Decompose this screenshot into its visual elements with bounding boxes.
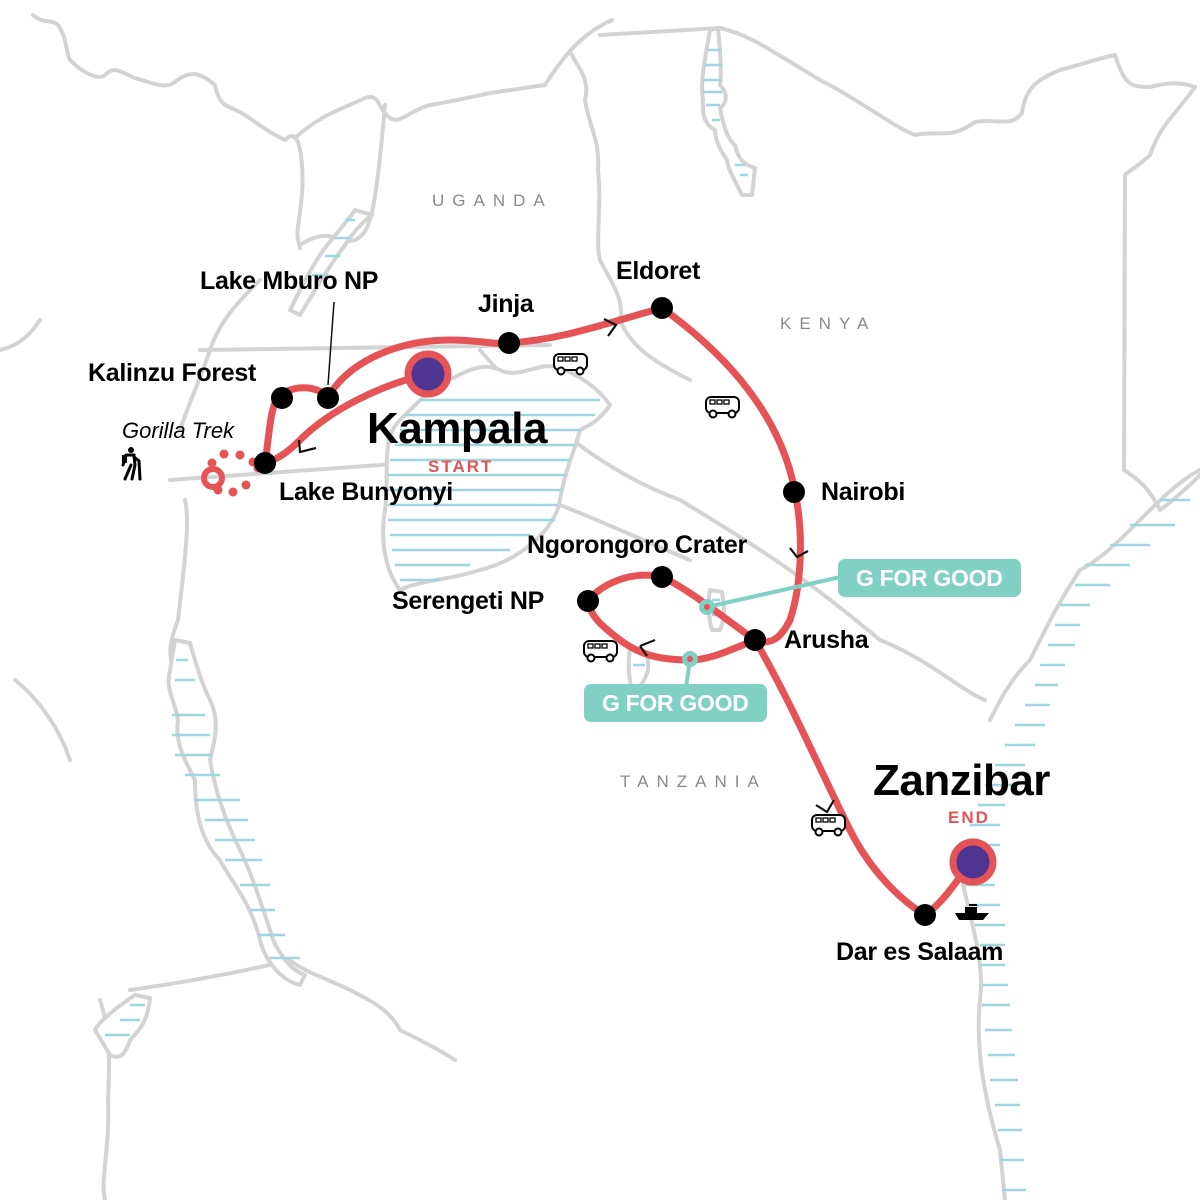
stop-arusha xyxy=(744,629,766,651)
stop-label-lake-bunyonyi: Lake Bunyonyi xyxy=(279,478,453,506)
stop-lake-bunyonyi xyxy=(254,452,276,474)
g-for-good-connectors xyxy=(682,574,846,689)
arrow-icon xyxy=(789,547,809,559)
country-label-tanzania: TANZANIA xyxy=(620,772,767,791)
g-for-good-badge[interactable]: G FOR GOOD xyxy=(584,684,767,722)
arrow-icon xyxy=(297,439,317,454)
stop-nairobi xyxy=(783,481,805,503)
activity-label-gorilla-trek: Gorilla Trek xyxy=(122,418,235,443)
stop-label-dar-es-salaam: Dar es Salaam xyxy=(836,938,1004,966)
hiker-icon xyxy=(121,447,142,481)
stop-dar-es-salaam xyxy=(914,904,936,926)
boat-icon xyxy=(955,904,989,920)
start-marker-kampala xyxy=(404,350,452,398)
stop-lake-mburo xyxy=(317,387,339,409)
arrow-icon xyxy=(815,799,835,814)
stop-label-lake-mburo: Lake Mburo NP xyxy=(200,267,379,295)
direction-arrows xyxy=(297,318,835,814)
lake-victoria-hatch xyxy=(388,398,600,582)
bus-icon xyxy=(583,640,618,663)
end-city-label: Zanzibar xyxy=(873,756,1050,805)
bus-icon xyxy=(705,396,740,419)
gorilla-trek-point xyxy=(201,466,225,490)
country-label-uganda: UGANDA xyxy=(432,191,553,210)
stop-label-kalinzu-forest: Kalinzu Forest xyxy=(88,359,257,387)
arrow-icon xyxy=(639,638,656,657)
bus-icon xyxy=(811,814,846,837)
country-borders xyxy=(0,13,1200,1200)
start-tag: START xyxy=(428,457,494,476)
stop-label-arusha: Arusha xyxy=(784,626,869,654)
start-city-label: Kampala xyxy=(367,404,547,453)
g-for-good-badge[interactable]: G FOR GOOD xyxy=(838,559,1021,597)
arrow-icon xyxy=(603,318,618,337)
lake-tanganyika-hatch xyxy=(172,658,300,960)
bus-icon xyxy=(553,353,588,376)
stop-eldoret xyxy=(651,297,673,319)
stop-label-serengeti: Serengeti NP xyxy=(392,587,545,615)
stop-kalinzu-forest xyxy=(271,387,293,409)
stop-label-ngorongoro: Ngorongoro Crater xyxy=(527,531,747,559)
stop-label-eldoret: Eldoret xyxy=(616,257,701,285)
stop-serengeti xyxy=(577,590,599,612)
stop-label-jinja: Jinja xyxy=(478,290,534,318)
lake-turkana-hatch xyxy=(703,48,748,177)
stop-markers xyxy=(254,297,997,926)
country-label-kenya: KENYA xyxy=(780,314,877,333)
water-bodies xyxy=(93,26,1190,1192)
stop-label-nairobi: Nairobi xyxy=(821,478,906,506)
end-marker-zanzibar xyxy=(949,838,997,886)
stop-ngorongoro xyxy=(651,566,673,588)
transport-icons xyxy=(121,353,989,920)
stop-jinja xyxy=(498,332,520,354)
coast-hatch xyxy=(965,498,1190,1192)
end-tag: END xyxy=(948,808,990,827)
